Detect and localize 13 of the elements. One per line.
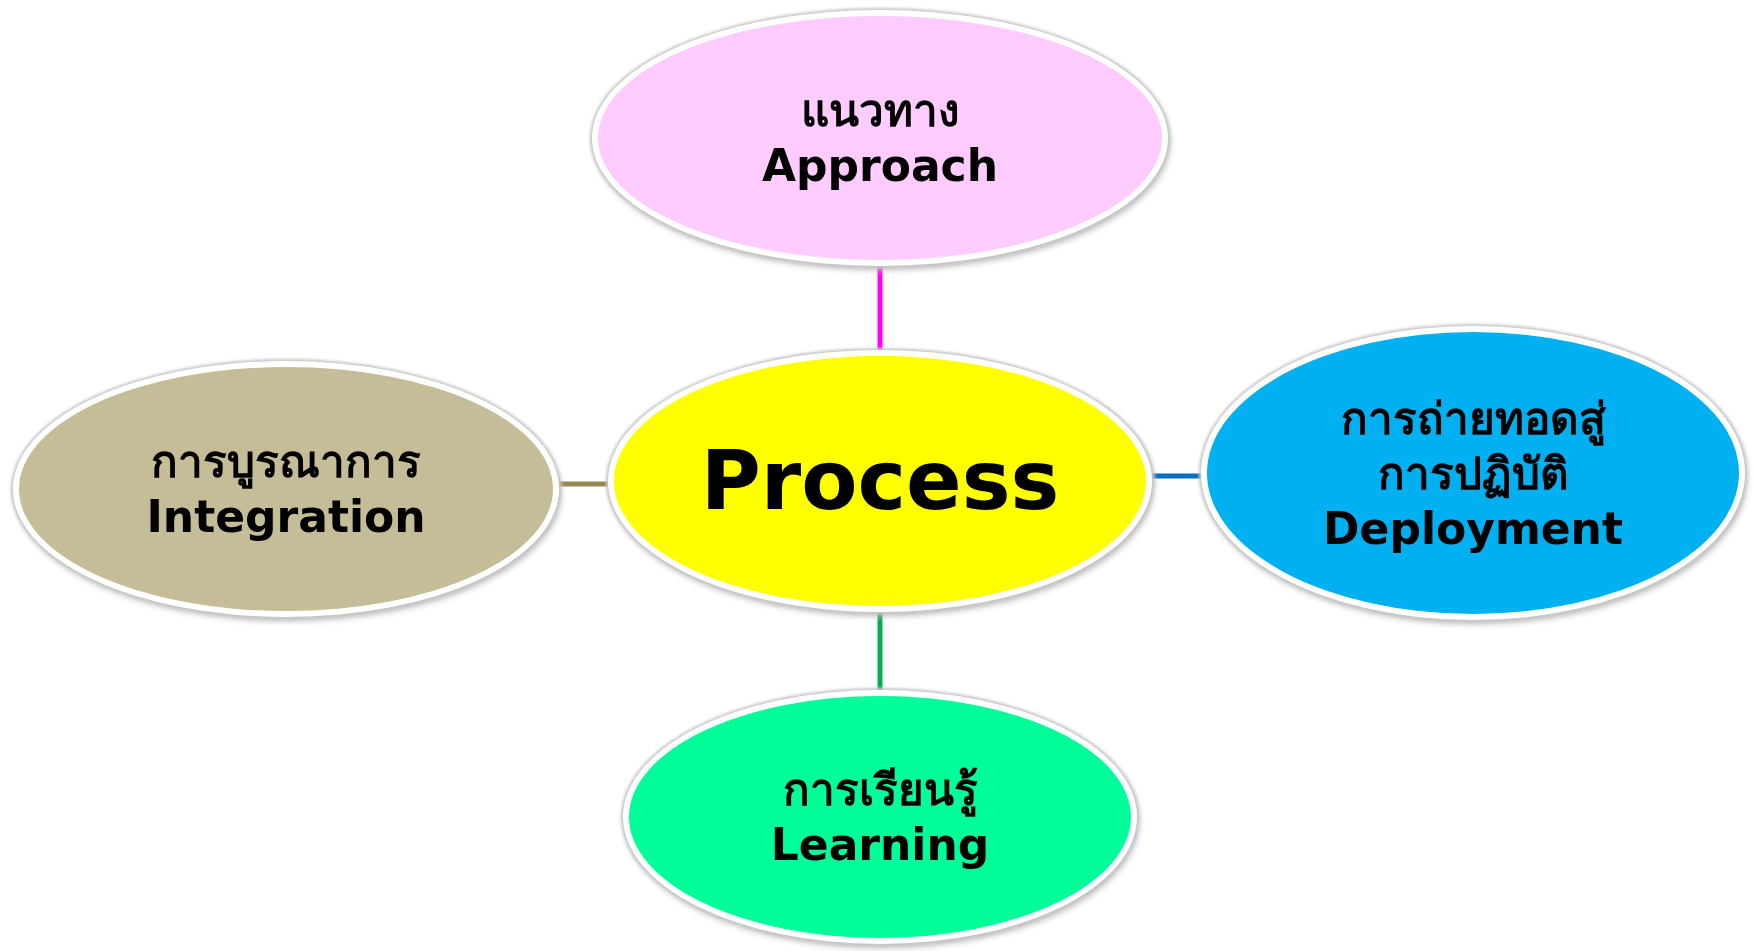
node-title: Process [700,431,1060,530]
node-label: การถ่ายทอดสู่การปฏิบัติ [1339,391,1607,501]
node-label: การบูรณาการ [151,435,421,489]
node-label: Learning [770,818,990,872]
connector-line [877,612,883,690]
node-label: แนวทาง [801,84,959,138]
connector-line [877,266,883,350]
node-label: Integration [146,490,426,544]
connector-line [558,481,609,487]
connector-line [1151,473,1202,479]
node-label: การเรียนรู้ [782,763,978,817]
node-label: Approach [761,139,999,193]
node-label: Deployment [1323,501,1623,556]
